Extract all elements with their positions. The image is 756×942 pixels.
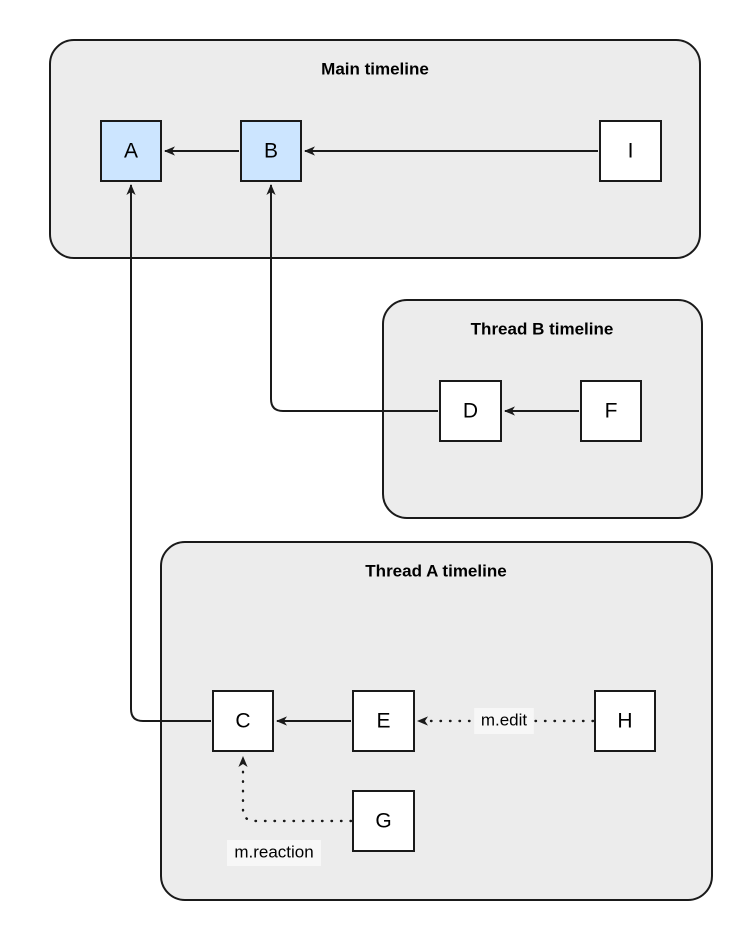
group-title-thread-a: Thread A timeline — [365, 561, 506, 580]
node-box — [212, 690, 274, 752]
edge-label-bg-h-to-e — [474, 708, 534, 734]
edge-d-to-b[interactable] — [266, 184, 438, 412]
node-label-D: D — [463, 400, 478, 423]
node-box — [100, 120, 162, 182]
node-label-A: A — [124, 140, 138, 163]
edge-label-h-to-e: m.edit — [481, 710, 528, 729]
event-node-H[interactable]: H — [594, 690, 656, 752]
edge-label-bg-g-to-c — [227, 840, 321, 866]
edge-g-to-c[interactable] — [238, 755, 353, 823]
event-node-E[interactable]: E — [352, 690, 415, 752]
event-node-C[interactable]: C — [212, 690, 274, 752]
node-box — [352, 690, 415, 752]
node-box — [439, 380, 502, 442]
timeline-group-thread-b[interactable]: Thread B timeline — [382, 299, 703, 519]
node-box — [594, 690, 656, 752]
event-node-G[interactable]: G — [352, 790, 415, 852]
edge-c-to-a[interactable] — [126, 184, 211, 722]
event-node-B[interactable]: B — [240, 120, 302, 182]
node-box — [240, 120, 302, 182]
edge-labels: m.edit m.reaction — [227, 708, 534, 866]
group-title-main: Main timeline — [321, 59, 429, 78]
node-label-B: B — [264, 140, 278, 163]
node-label-C: C — [235, 710, 250, 733]
node-label-G: G — [375, 810, 391, 833]
node-label-I: I — [628, 140, 634, 163]
group-box — [382, 299, 703, 519]
node-label-F: F — [605, 400, 618, 423]
node-label-H: H — [617, 710, 632, 733]
event-node-F[interactable]: F — [580, 380, 642, 442]
event-node-I[interactable]: I — [599, 120, 662, 182]
edge-label-g-to-c: m.reaction — [234, 842, 313, 861]
event-node-A[interactable]: A — [100, 120, 162, 182]
event-node-D[interactable]: D — [439, 380, 502, 442]
group-title-thread-b: Thread B timeline — [471, 319, 614, 338]
node-box — [580, 380, 642, 442]
node-box — [599, 120, 662, 182]
node-box — [352, 790, 415, 852]
edges — [126, 146, 598, 823]
timeline-group-main[interactable]: Main timeline — [49, 39, 701, 259]
event-nodes: A B I D F C E H G — [100, 120, 662, 852]
node-label-E: E — [376, 710, 390, 733]
group-box — [49, 39, 701, 259]
